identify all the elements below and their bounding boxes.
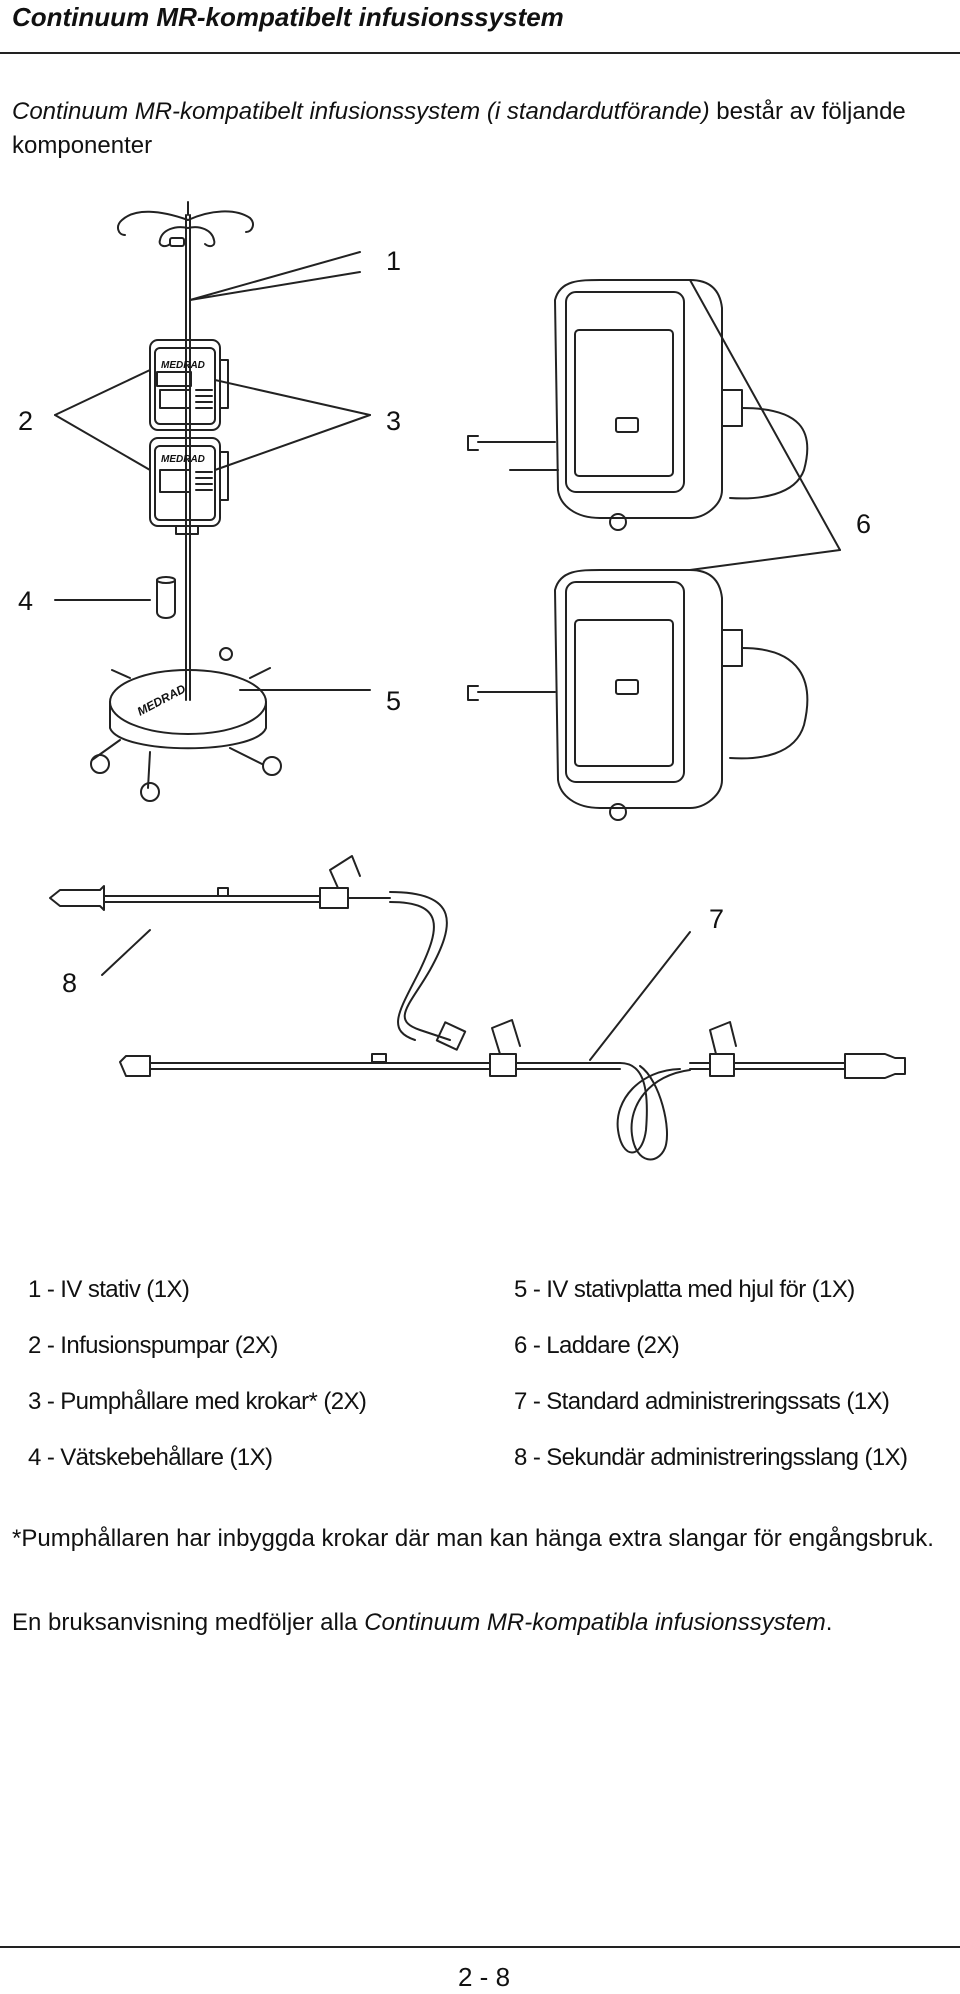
components-illustration: MEDRAD MEDRAD	[18, 201, 906, 1161]
footnote-pump-holder: *Pumphållaren har inbyggda krokar där ma…	[12, 1525, 934, 1552]
manual-note-prefix: En bruksanvisning medföljer alla	[12, 1609, 365, 1636]
legend-item-2: 2 - Infusionspumpar (2X)	[28, 1332, 278, 1359]
callout-2: 2	[18, 406, 33, 436]
page-number: 2 - 8	[458, 1962, 511, 1992]
intro-text: består av följande komponenter	[12, 98, 906, 159]
callout-3: 3	[386, 406, 401, 436]
iv-pole	[117, 201, 254, 701]
callout-4: 4	[18, 586, 33, 616]
manual-note-suffix: .	[825, 1609, 833, 1636]
legend-item-8: 8 - Sekundär administreringsslang (1X)	[514, 1444, 908, 1471]
legend-item-5: 5 - IV stativplatta med hjul för (1X)	[514, 1276, 855, 1303]
legend-item-1: 1 - IV stativ (1X)	[28, 1276, 190, 1303]
callout-1: 1	[386, 246, 401, 276]
callout-5: 5	[386, 686, 401, 716]
callout-6: 6	[856, 509, 871, 539]
pump-brand-label-lower: MEDRAD	[161, 454, 205, 465]
manual-note: En bruksanvisning medföljer alla Continu…	[12, 1606, 952, 1640]
intro-product-name: Continuum MR-kompatibelt infusionssystem…	[12, 98, 710, 125]
page-header-title: Continuum MR-kompatibelt infusionssystem	[12, 2, 564, 32]
iv-stand-base	[90, 647, 282, 802]
pump-brand-label-upper: MEDRAD	[161, 360, 205, 371]
footer-divider	[0, 1946, 960, 1948]
callout-7: 7	[709, 904, 724, 934]
callout-8: 8	[62, 968, 77, 998]
charger-upper	[467, 279, 809, 531]
standard-administration-set	[119, 1019, 906, 1161]
charger-lower	[467, 569, 809, 821]
legend-item-3: 3 - Pumphållare med krokar* (2X)	[28, 1388, 367, 1415]
infusion-pump-lower	[149, 437, 229, 535]
secondary-tubing	[49, 855, 467, 1051]
manual-note-product: Continuum MR-kompatibla infusionssystem	[364, 1609, 826, 1636]
legend-item-7: 7 - Standard administreringssats (1X)	[514, 1388, 890, 1415]
infusion-pump-upper	[149, 339, 229, 431]
base-brand-label: MEDRAD	[135, 681, 188, 718]
intro-paragraph: Continuum MR-kompatibelt infusionssystem…	[12, 95, 942, 163]
legend-item-4: 4 - Vätskebehållare (1X)	[28, 1444, 273, 1471]
legend-item-6: 6 - Laddare (2X)	[514, 1332, 680, 1359]
fluid-container	[156, 576, 176, 619]
header-divider	[0, 52, 960, 54]
